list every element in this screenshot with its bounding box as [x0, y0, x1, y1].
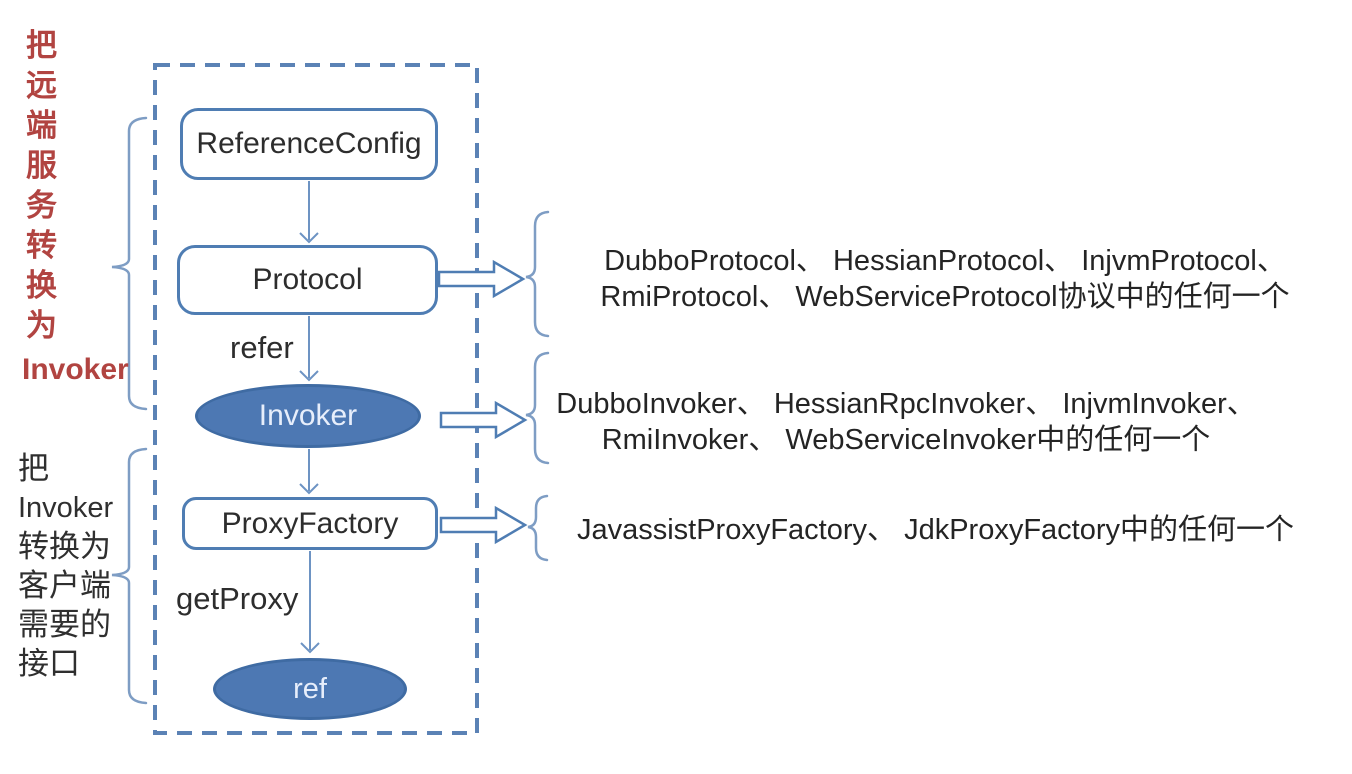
- block-arrow-invoker-impls: [439, 400, 528, 440]
- black-note-line: 客户端: [18, 568, 111, 604]
- annotation-invoker-impls: DubboInvoker、 HessianRpcInvoker、 InjvmIn…: [542, 386, 1270, 458]
- red-note-invoker-word: Invoker: [22, 353, 129, 386]
- node-proxy-factory-label: ProxyFactory: [221, 506, 399, 540]
- left-brace-invoker-conversion: [111, 116, 148, 411]
- node-ref-label: ref: [293, 672, 327, 705]
- annotation-line: RmiInvoker、 WebServiceInvoker中的任何一个: [601, 424, 1211, 456]
- node-reference-config-label: ReferenceConfig: [196, 127, 422, 160]
- annotation-line: JavassistProxyFactory、 JdkProxyFactory中的…: [576, 514, 1295, 546]
- arrowhead-protocol-invoker: [299, 370, 319, 382]
- black-note-line: 接口: [18, 646, 80, 682]
- arrowhead-referenceconfig-protocol: [299, 232, 319, 244]
- node-protocol-label: Protocol: [252, 263, 363, 296]
- annotation-line: DubboInvoker、 HessianRpcInvoker、 InjvmIn…: [556, 388, 1256, 420]
- black-note-line: Invoker: [18, 492, 114, 524]
- node-reference-config: ReferenceConfig: [180, 108, 438, 180]
- node-protocol: Protocol: [177, 245, 438, 315]
- annotation-line: RmiProtocol、 WebServiceProtocol协议中的任何一个: [600, 281, 1290, 313]
- right-brace-proxyfactory-impls: [527, 494, 549, 562]
- dashed-boundary-box: [153, 63, 479, 735]
- right-brace-invoker-impls: [525, 351, 550, 465]
- node-invoker: Invoker: [195, 384, 421, 448]
- black-note-line: 需要的: [18, 607, 111, 643]
- node-ref: ref: [213, 658, 407, 720]
- black-note: 把 Invoker 转换为 客户端 需要的 接口: [18, 450, 113, 684]
- node-proxy-factory: ProxyFactory: [182, 497, 438, 550]
- black-note-line: 转换为: [18, 529, 111, 565]
- arrowhead-invoker-proxyfactory: [299, 483, 319, 495]
- annotation-proxy-factory-impls: JavassistProxyFactory、 JdkProxyFactory中的…: [538, 512, 1333, 548]
- node-invoker-label: Invoker: [258, 399, 358, 432]
- block-arrow-proxyfactory-impls: [439, 505, 528, 545]
- red-note-vertical: 把 远 端 服 务 转 换 为: [26, 28, 57, 344]
- black-note-line: 把: [18, 451, 49, 487]
- block-arrow-protocol-impls: [437, 259, 526, 299]
- annotation-line: DubboProtocol、 HessianProtocol、 InjvmPro…: [604, 245, 1286, 277]
- right-brace-protocol-impls: [525, 210, 550, 338]
- edge-label-getproxy: getProxy: [176, 581, 299, 616]
- annotation-protocol-impls: DubboProtocol、 HessianProtocol、 InjvmPro…: [550, 243, 1340, 315]
- edge-label-refer: refer: [230, 330, 294, 365]
- arrowhead-proxyfactory-ref: [300, 642, 320, 654]
- left-brace-proxy-conversion: [111, 447, 148, 705]
